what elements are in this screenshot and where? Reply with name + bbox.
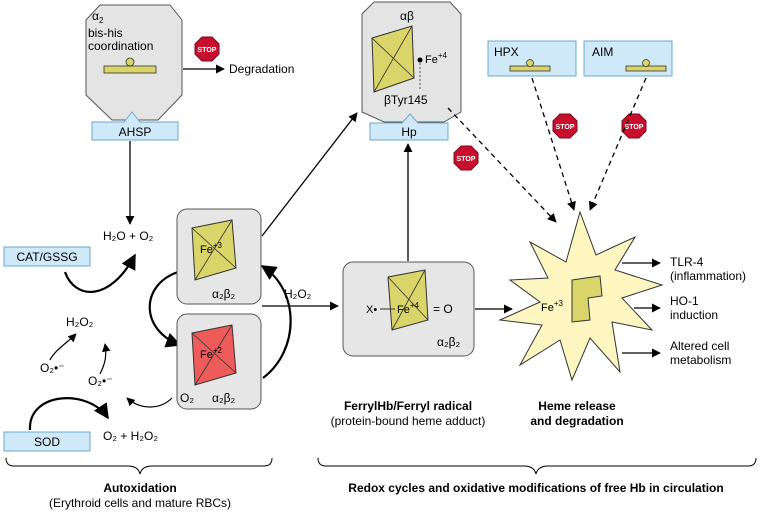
stop-sign-icon: STOP	[453, 145, 479, 171]
autoxidation-title: Autoxidation	[103, 481, 176, 495]
svg-text:STOP: STOP	[457, 156, 476, 163]
arrow-o2rad-to-h2o2	[49, 333, 77, 361]
arrow-to-hp-complex	[261, 112, 358, 237]
svg-text:STOP: STOP	[198, 47, 217, 54]
ahsp-box	[91, 111, 179, 141]
heme-square-icon	[387, 269, 429, 331]
heme-plate-icon	[103, 65, 157, 74]
aim-box: AIM	[583, 40, 673, 77]
alpha2-label: α2	[92, 9, 104, 25]
a2b2-bottom-label: α₂β₂	[212, 391, 235, 405]
curved-arrow-cat	[63, 253, 136, 293]
stop-sign-icon: STOP	[552, 113, 578, 139]
stop-sign-icon: STOP	[621, 113, 647, 139]
alphabeta-label: αβ	[400, 9, 414, 23]
h2o-o2-label: H₂O + O₂	[103, 229, 154, 243]
curved-arrow-sod	[28, 397, 109, 431]
dashed-arrow-hpx	[531, 77, 576, 211]
o2-in-box-label: O₂	[180, 391, 194, 405]
ferryl-title: FerrylHb/Ferryl radical	[344, 399, 472, 413]
oxo-label: = O	[433, 302, 453, 316]
o2-radical-left-label: O₂•⁻	[40, 361, 65, 375]
arrow-box-to-o2rad	[126, 397, 173, 408]
iron-dot-icon	[417, 57, 423, 63]
x-radical-label: X•	[366, 304, 377, 316]
hpx-label: HPX	[494, 45, 519, 59]
iron-ball-icon	[125, 57, 135, 67]
ho1-label: HO-1	[670, 294, 699, 308]
dashed-arrow-hp	[447, 107, 557, 223]
o2-radical-mid-label: O₂•⁻	[88, 374, 113, 388]
hp-label: Hp	[401, 125, 417, 139]
curved-arrow-fe3-to-fe2	[148, 270, 182, 348]
ahsp-label: AHSP	[119, 125, 152, 139]
broken-heme-icon	[571, 275, 603, 323]
inflammation-label: (inflammation)	[670, 269, 746, 283]
redox-brace	[317, 457, 757, 475]
stop-sign-icon: STOP	[194, 36, 220, 62]
iron-ball-icon	[526, 59, 534, 67]
redox-title: Redox cycles and oxidative modifications…	[348, 481, 723, 495]
fe2-label: Fe+2	[200, 346, 223, 361]
a2b2-top-label: α₂β₂	[212, 287, 235, 301]
fe2-hemoglobin-box: Fe+2 O₂ α₂β₂	[176, 313, 262, 410]
heme-release-starburst: Fe+3	[498, 210, 664, 382]
altered-cell-label: Altered cell	[670, 339, 729, 353]
heme-release-title-1: Heme release	[538, 399, 616, 413]
fe4-top-label: Fe+4	[425, 51, 448, 66]
aim-label: AIM	[592, 45, 613, 59]
bishis-label-1: bis-his	[88, 26, 123, 40]
ferryl-hemoglobin-box: X• Fe+4 = O α₂β₂	[342, 261, 475, 357]
hpx-box: HPX	[487, 40, 577, 77]
svg-text:STOP: STOP	[625, 124, 644, 131]
fe4-mid-label: Fe+4	[397, 301, 420, 316]
iron-ball-icon	[642, 59, 650, 67]
fe3-hemoglobin-box: Fe+3 α₂β₂	[176, 208, 262, 305]
curved-arrow-fe2-to-fe3	[260, 265, 292, 379]
svg-text:STOP: STOP	[556, 124, 575, 131]
bishis-label-2: coordination	[88, 39, 153, 53]
autoxidation-subtitle: (Erythroid cells and mature RBCs)	[49, 496, 231, 510]
autoxidation-brace	[5, 457, 273, 475]
h2o2-mid-label: H₂O₂	[284, 287, 312, 301]
btyr-label: βTyr145	[384, 93, 428, 107]
sod-label: SOD	[34, 435, 60, 449]
induction-label: induction	[670, 308, 718, 322]
a2b2-ferryl-label: α₂β₂	[437, 335, 460, 349]
heme-release-title-2: and degradation	[530, 414, 623, 428]
dashed-arrow-aim	[589, 77, 647, 211]
hp-complex: αβ Fe+4 βTyr145 Hp	[361, 1, 462, 141]
hp-box	[369, 113, 449, 141]
arrow-o2rad-mid-up	[99, 343, 111, 375]
ahsp-complex: α2 bis-his coordination AHSP	[85, 4, 183, 141]
o2-h2o2-label: O₂ + H₂O₂	[103, 429, 158, 443]
metabolism-label: metabolism	[670, 353, 731, 367]
ferryl-subtitle: (protein-bound heme adduct)	[331, 414, 486, 428]
fe3-label: Fe+3	[200, 241, 223, 256]
fe3-star-label: Fe+3	[541, 299, 564, 314]
sod-box	[3, 431, 91, 452]
h2o2-left-label: H₂O₂	[66, 315, 94, 329]
cat-gssg-box	[3, 246, 91, 267]
degradation-label: Degradation	[229, 62, 294, 76]
cat-gssg-label: CAT/GSSG	[16, 250, 77, 264]
tlr4-label: TLR-4	[670, 255, 704, 269]
